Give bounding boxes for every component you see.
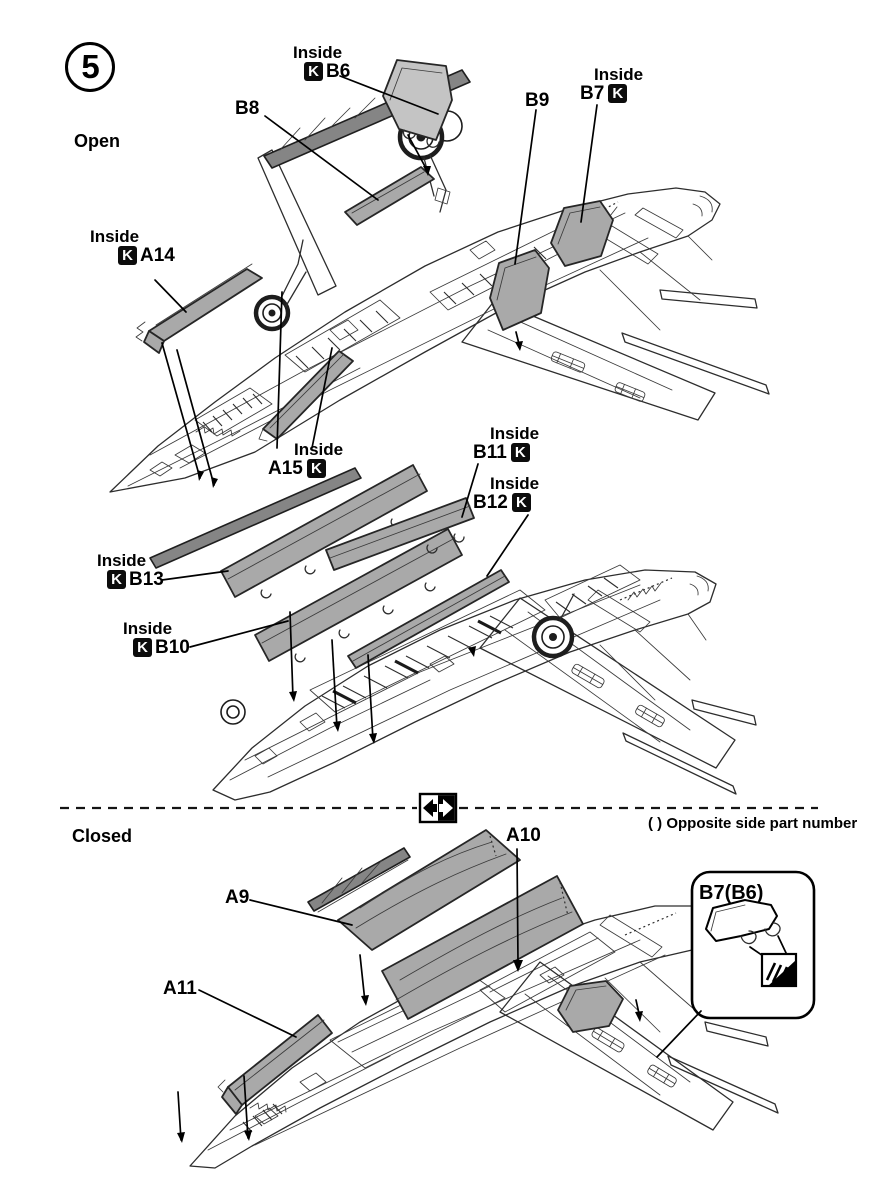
k-color-marker-icon: K bbox=[511, 493, 531, 513]
aircraft-mid-illustration bbox=[149, 464, 757, 801]
opposite-side-note: ( ) Opposite side part number bbox=[648, 815, 858, 832]
part-label-b9: B9 bbox=[525, 91, 549, 111]
aircraft-closed-illustration bbox=[177, 829, 779, 1169]
k-color-marker-icon: K bbox=[133, 638, 152, 658]
part-number: A10 bbox=[506, 825, 541, 846]
mid-label-leaders bbox=[161, 463, 529, 648]
part-number: B9 bbox=[525, 90, 550, 111]
k-color-marker-icon: K bbox=[107, 570, 126, 590]
part-number: A11 bbox=[163, 978, 197, 999]
part-number: B13 bbox=[129, 568, 164, 590]
step-number-badge: 5 bbox=[65, 42, 115, 92]
part-label-a10: A10 bbox=[506, 826, 541, 846]
k-color-marker-icon: K bbox=[608, 84, 628, 104]
k-color-marker-icon: K bbox=[306, 459, 326, 479]
step-number: 5 bbox=[81, 48, 99, 85]
inset-part-label: B7(B6) bbox=[699, 882, 764, 904]
part-number: A14 bbox=[140, 244, 175, 266]
section-open-label: Open bbox=[74, 131, 121, 151]
part-number: A15 bbox=[268, 457, 303, 479]
part-label-b12: Inside B12 K bbox=[473, 474, 540, 513]
part-number: B10 bbox=[155, 636, 190, 658]
part-label-b10: Inside K B10 bbox=[123, 619, 190, 658]
aircraft-open-illustration bbox=[109, 59, 770, 493]
part-b11-door bbox=[325, 497, 475, 571]
k-color-marker-icon: K bbox=[304, 62, 323, 82]
part-number: B6 bbox=[326, 60, 351, 82]
open-label-leaders bbox=[154, 75, 598, 449]
part-number: B8 bbox=[235, 98, 260, 119]
part-number: B12 bbox=[473, 491, 508, 513]
inset-detail-box bbox=[656, 870, 816, 1058]
part-number: B11 bbox=[473, 441, 507, 463]
k-color-marker-icon: K bbox=[510, 443, 530, 463]
part-label-b8: B8 bbox=[235, 99, 259, 119]
part-label-b13: Inside K B13 bbox=[97, 551, 164, 590]
part-number: A9 bbox=[225, 887, 250, 908]
attachment-symbol-icon bbox=[760, 952, 798, 988]
section-divider bbox=[60, 792, 818, 824]
section-closed-label: Closed bbox=[72, 826, 133, 846]
part-b9-panel bbox=[489, 249, 550, 331]
part-label-a11: A11 bbox=[163, 979, 197, 999]
part-a15 bbox=[262, 350, 354, 440]
part-label-b11: Inside B11 K bbox=[473, 424, 540, 463]
closed-label-leaders bbox=[198, 848, 523, 1038]
part-a14 bbox=[148, 268, 263, 342]
part-b7-panel bbox=[550, 200, 614, 267]
part-label-a14: Inside K A14 bbox=[90, 227, 175, 266]
part-number: B7 bbox=[580, 82, 605, 104]
part-label-a15: Inside A15 K bbox=[268, 440, 344, 479]
k-color-marker-icon: K bbox=[118, 246, 137, 266]
part-a10-door bbox=[381, 875, 584, 1020]
part-a9-door bbox=[337, 829, 521, 951]
opposite-side-flip-icon bbox=[418, 792, 458, 824]
part-b8-panel bbox=[344, 166, 435, 226]
part-label-b6: Inside K B6 bbox=[293, 43, 351, 82]
part-label-b7: Inside B7 K bbox=[580, 65, 644, 104]
part-label-a9: A9 bbox=[225, 888, 249, 908]
